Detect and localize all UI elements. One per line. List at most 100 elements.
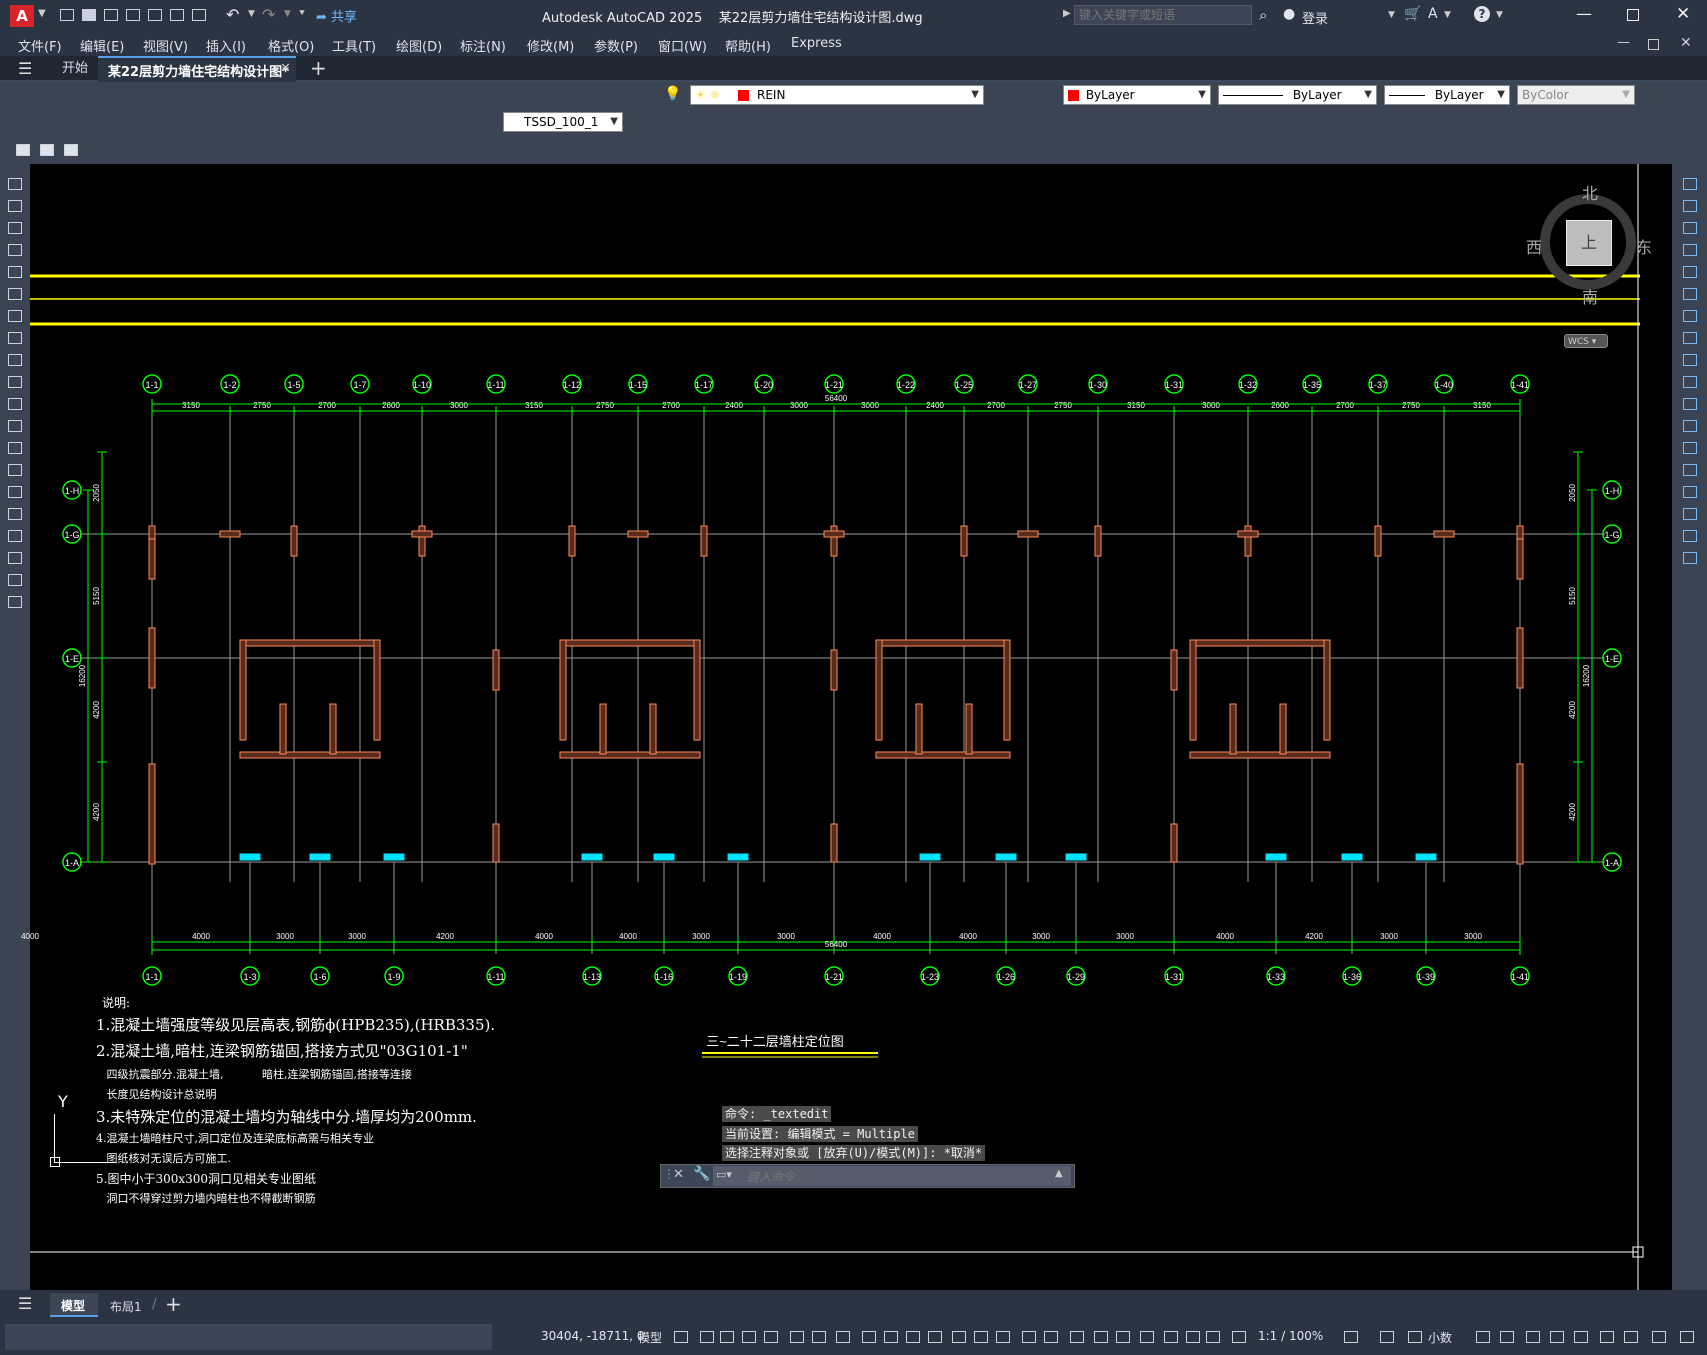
save-as-icon[interactable] [126,9,140,21]
command-input[interactable] [745,1166,1039,1188]
draw-tool-18-icon[interactable] [8,552,22,564]
status-toggle-31-icon[interactable] [1526,1331,1540,1343]
color-dropdown[interactable]: ByLayer ▼ [1063,85,1211,105]
modify-palette-tool-13-icon[interactable] [1683,442,1697,454]
draw-tool-8-icon[interactable] [8,332,22,344]
layer-dropdown[interactable]: ☀ ☼ REIN ▼ [690,85,984,105]
viewcube-top-face[interactable]: 上 [1566,220,1612,266]
viewcube-west[interactable]: 西 [1526,238,1543,257]
units-setting[interactable]: 小数 [1428,1331,1453,1345]
customize-qat-icon[interactable]: ⯆ [298,8,306,19]
menu-dimension[interactable]: 标注(N) [460,40,506,55]
status-toggle-16-icon[interactable] [1022,1331,1036,1343]
user-icon[interactable]: ● [1283,6,1296,22]
status-toggle-9-icon[interactable] [862,1331,876,1343]
menu-modify[interactable]: 修改(M) [527,40,575,55]
command-customize-icon[interactable]: 🔧 [693,1166,711,1182]
new-file-icon[interactable] [60,9,74,21]
status-toggle-14-icon[interactable] [974,1331,988,1343]
doc-restore-icon[interactable] [1648,39,1659,50]
viewcube-ring[interactable] [1540,194,1636,290]
draw-tool-14-icon[interactable] [8,464,22,476]
undo-icon[interactable]: ↶ [226,5,240,24]
status-toggle-30-icon[interactable] [1500,1331,1514,1343]
help-dropdown-icon[interactable]: ▼ [1496,10,1503,20]
close-icon[interactable]: ✕ [1676,4,1691,24]
status-toggle-13-icon[interactable] [952,1331,966,1343]
status-toggle-32-icon[interactable] [1550,1331,1564,1343]
menu-file[interactable]: 文件(F) [18,40,62,55]
status-toggle-21-icon[interactable] [1140,1331,1154,1343]
tssd-tool-1-icon[interactable] [16,144,30,156]
redo-dropdown-icon[interactable]: ▼ [284,9,291,19]
autodesk-account-icon[interactable]: A [1428,6,1438,22]
status-toggle-37-icon[interactable] [1680,1331,1694,1343]
model-space-toggle[interactable]: 模型 [638,1331,663,1345]
draw-tool-17-icon[interactable] [8,530,22,542]
menu-parametric[interactable]: 参数(P) [594,40,638,55]
layout-menu-icon[interactable]: ☰ [18,1294,33,1313]
tssd-tool-3-icon[interactable] [64,144,78,156]
draw-tool-10-icon[interactable] [8,376,22,388]
status-toggle-5-icon[interactable] [764,1331,778,1343]
app-menu-button[interactable]: A [10,5,34,27]
modify-palette-tool-4-icon[interactable] [1683,244,1697,256]
menu-draw[interactable]: 绘图(D) [396,40,443,55]
tab-layout1[interactable]: 布局1 [110,1300,142,1314]
modify-palette-tool-8-icon[interactable] [1683,332,1697,344]
share-button[interactable]: ➦ 共享 [316,6,357,26]
status-toggle-25-icon[interactable] [1232,1331,1246,1343]
tssd-tool-2-icon[interactable] [40,144,54,156]
status-toggle-35-icon[interactable] [1624,1331,1638,1343]
modify-palette-tool-7-icon[interactable] [1683,310,1697,322]
modify-palette-tool-10-icon[interactable] [1683,376,1697,388]
status-toggle-28-icon[interactable] [1408,1331,1422,1343]
viewcube[interactable]: 上 北 南 西 东 [1526,184,1652,307]
doc-close-icon[interactable]: ✕ [1680,35,1692,51]
status-toggle-29-icon[interactable] [1476,1331,1490,1343]
share-file-icon[interactable] [170,9,184,21]
status-toggle-12-icon[interactable] [928,1331,942,1343]
tab-active-document[interactable]: 某22层剪力墙住宅结构设计图* ✕ [98,56,296,82]
menu-tools[interactable]: 工具(T) [332,40,377,55]
command-prompt-icon[interactable]: ▭▾ [716,1168,732,1181]
modify-palette-tool-1-icon[interactable] [1683,178,1697,190]
search-icon[interactable]: ⌕ [1259,6,1268,24]
status-toggle-15-icon[interactable] [996,1331,1010,1343]
plotstyle-dropdown[interactable]: ByColor ▼ [1517,85,1635,105]
status-toggle-6-icon[interactable] [790,1331,804,1343]
coordinates-readout[interactable]: 30404, -18711, 0 [541,1329,645,1343]
login-dropdown-icon[interactable]: ▼ [1388,10,1395,20]
viewcube-south[interactable]: 南 [1582,288,1599,307]
menu-express[interactable]: Express [791,36,842,51]
close-tab-icon[interactable]: ✕ [280,61,291,76]
undo-dropdown-icon[interactable]: ▼ [248,9,255,19]
status-toggle-24-icon[interactable] [1206,1331,1220,1343]
annotation-scale[interactable]: 1:1 / 100% [1258,1329,1324,1343]
modify-palette-tool-12-icon[interactable] [1683,420,1697,432]
status-toggle-20-icon[interactable] [1116,1331,1130,1343]
draw-tool-2-icon[interactable] [8,200,22,212]
menu-edit[interactable]: 编辑(E) [80,40,125,55]
status-toggle-22-icon[interactable] [1164,1331,1178,1343]
status-toggle-34-icon[interactable] [1600,1331,1614,1343]
modify-palette-tool-3-icon[interactable] [1683,222,1697,234]
draw-tool-5-icon[interactable] [8,266,22,278]
draw-tool-15-icon[interactable] [8,486,22,498]
command-close-icon[interactable]: ✕ [673,1167,684,1182]
modify-palette-tool-6-icon[interactable] [1683,288,1697,300]
status-toggle-33-icon[interactable] [1574,1331,1588,1343]
command-history-toggle-icon[interactable]: ▲ [1055,1168,1063,1179]
draw-tool-13-icon[interactable] [8,442,22,454]
new-tab-icon[interactable]: + [310,56,327,80]
wcs-menu[interactable]: WCS ▾ [1564,334,1608,348]
draw-tool-7-icon[interactable] [8,310,22,322]
maximize-icon[interactable] [1627,9,1639,21]
publish-icon[interactable] [148,9,162,21]
draw-tool-4-icon[interactable] [8,244,22,256]
linetype-dropdown[interactable]: ByLayer ▼ [1218,85,1377,105]
status-toggle-1-icon[interactable] [674,1331,688,1343]
command-input-area[interactable]: ▭▾ ▲ [713,1166,1071,1188]
modify-palette-tool-11-icon[interactable] [1683,398,1697,410]
draw-tool-20-icon[interactable] [8,596,22,608]
